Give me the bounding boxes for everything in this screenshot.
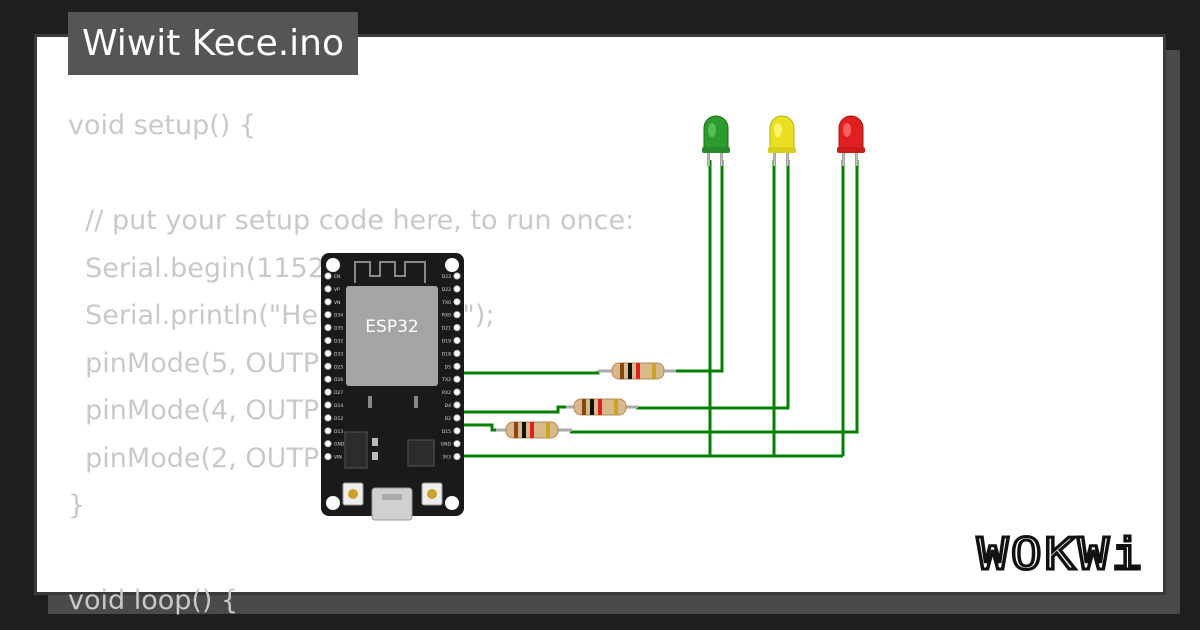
pin-label: D5 xyxy=(445,364,451,370)
pin-label: RX0 xyxy=(442,313,451,319)
pin-d21[interactable] xyxy=(453,323,461,332)
pin-d33[interactable] xyxy=(324,349,332,357)
pin-label: D15 xyxy=(442,429,451,435)
pin-d5[interactable] xyxy=(453,362,461,370)
pin-gnd[interactable] xyxy=(453,440,461,448)
pin-label: D27 xyxy=(334,390,343,396)
pin-d35[interactable] xyxy=(324,323,332,332)
pin-en[interactable] xyxy=(324,272,332,280)
pin-d27[interactable] xyxy=(324,388,332,396)
pin-label: EN xyxy=(334,274,340,280)
pin-d2[interactable] xyxy=(453,414,461,422)
svg-text:WOKWi: WOKWi xyxy=(977,529,1145,577)
green-led[interactable] xyxy=(702,115,730,166)
pin-label: D35 xyxy=(334,326,343,332)
wire-d4-yellow[interactable] xyxy=(458,405,570,414)
usb-port xyxy=(371,487,413,521)
pin-label: D14 xyxy=(334,403,343,409)
pin-label: D2 xyxy=(445,416,451,422)
pin-label: VN xyxy=(334,300,340,306)
pin-gnd[interactable] xyxy=(324,440,332,448)
pin-vp[interactable] xyxy=(324,285,332,293)
project-title[interactable]: Wiwit Kece.ino xyxy=(68,12,359,75)
pin-label: VP xyxy=(334,287,340,293)
pin-3v3[interactable] xyxy=(453,452,461,461)
wire-green-resistor-led[interactable] xyxy=(676,160,724,373)
pin-label: D12 xyxy=(334,416,343,422)
pin-d13[interactable] xyxy=(324,427,332,435)
pin-label: D21 xyxy=(442,326,451,332)
chip-label: ESP32 xyxy=(365,317,418,337)
pin-label: D25 xyxy=(334,364,343,370)
pin-d26[interactable] xyxy=(324,375,332,383)
code-line: void loop() { xyxy=(68,585,239,616)
pin-label: TX2 xyxy=(441,377,451,383)
pin-label: D33 xyxy=(334,351,343,357)
pin-label: D23 xyxy=(442,274,451,280)
pin-d14[interactable] xyxy=(324,401,332,409)
code-line: // put your setup code here, to run once… xyxy=(68,205,635,236)
pin-d4[interactable] xyxy=(453,401,461,409)
red-led[interactable] xyxy=(837,115,865,166)
pin-d18[interactable] xyxy=(453,349,461,357)
resistor-green-branch[interactable] xyxy=(598,362,676,380)
pin-rx0[interactable] xyxy=(453,311,461,319)
wire-yellow-resistor-led[interactable] xyxy=(636,160,790,410)
resistor-yellow-branch[interactable] xyxy=(566,398,638,416)
pin-d22[interactable] xyxy=(453,285,461,293)
code-line: void setup() { xyxy=(68,110,257,141)
pin-label: D13 xyxy=(334,429,343,435)
pin-label: D26 xyxy=(334,377,343,383)
pin-label: D19 xyxy=(442,339,451,345)
pin-vin[interactable] xyxy=(324,452,332,461)
esp32-chip xyxy=(346,286,438,386)
pin-d32[interactable] xyxy=(324,336,332,345)
wire-red-resistor-led[interactable] xyxy=(570,160,859,434)
pin-tx2[interactable] xyxy=(453,375,461,383)
pin-label: GND xyxy=(441,442,452,448)
pin-label: D22 xyxy=(442,287,451,293)
pin-label: D32 xyxy=(334,339,343,345)
project-card xyxy=(34,34,1166,595)
wire-d2-red[interactable] xyxy=(458,423,500,432)
code-background: void setup() { // put your setup code he… xyxy=(68,102,634,625)
code-line: } xyxy=(68,490,86,521)
pin-label: D4 xyxy=(445,403,451,409)
pin-label: D34 xyxy=(334,313,343,319)
wire-d5-green[interactable] xyxy=(458,371,600,375)
pin-d12[interactable] xyxy=(324,414,332,422)
pin-vn[interactable] xyxy=(324,298,332,306)
pin-d15[interactable] xyxy=(453,427,461,435)
pin-label: D18 xyxy=(442,351,451,357)
pin-label: GND xyxy=(334,442,345,448)
yellow-led[interactable] xyxy=(768,115,796,166)
pin-label: TX0 xyxy=(441,300,451,306)
pin-d23[interactable] xyxy=(453,272,461,280)
pin-d34[interactable] xyxy=(324,311,332,319)
pin-d25[interactable] xyxy=(324,362,332,370)
esp32-board[interactable]: ESP32 ENVPVND34D35D32D33D25D26D27D14D12D… xyxy=(321,253,464,521)
wokwi-logo[interactable]: WOKWi xyxy=(975,527,1150,578)
pin-rx2[interactable] xyxy=(453,388,461,396)
pin-label: 3V3 xyxy=(442,455,451,461)
pin-label: VIN xyxy=(334,455,342,461)
pin-d19[interactable] xyxy=(453,336,461,345)
wires xyxy=(458,160,859,458)
antenna-icon xyxy=(354,261,426,283)
pin-tx0[interactable] xyxy=(453,298,461,306)
resistor-red-branch[interactable] xyxy=(496,421,572,439)
pin-label: RX2 xyxy=(442,390,451,396)
